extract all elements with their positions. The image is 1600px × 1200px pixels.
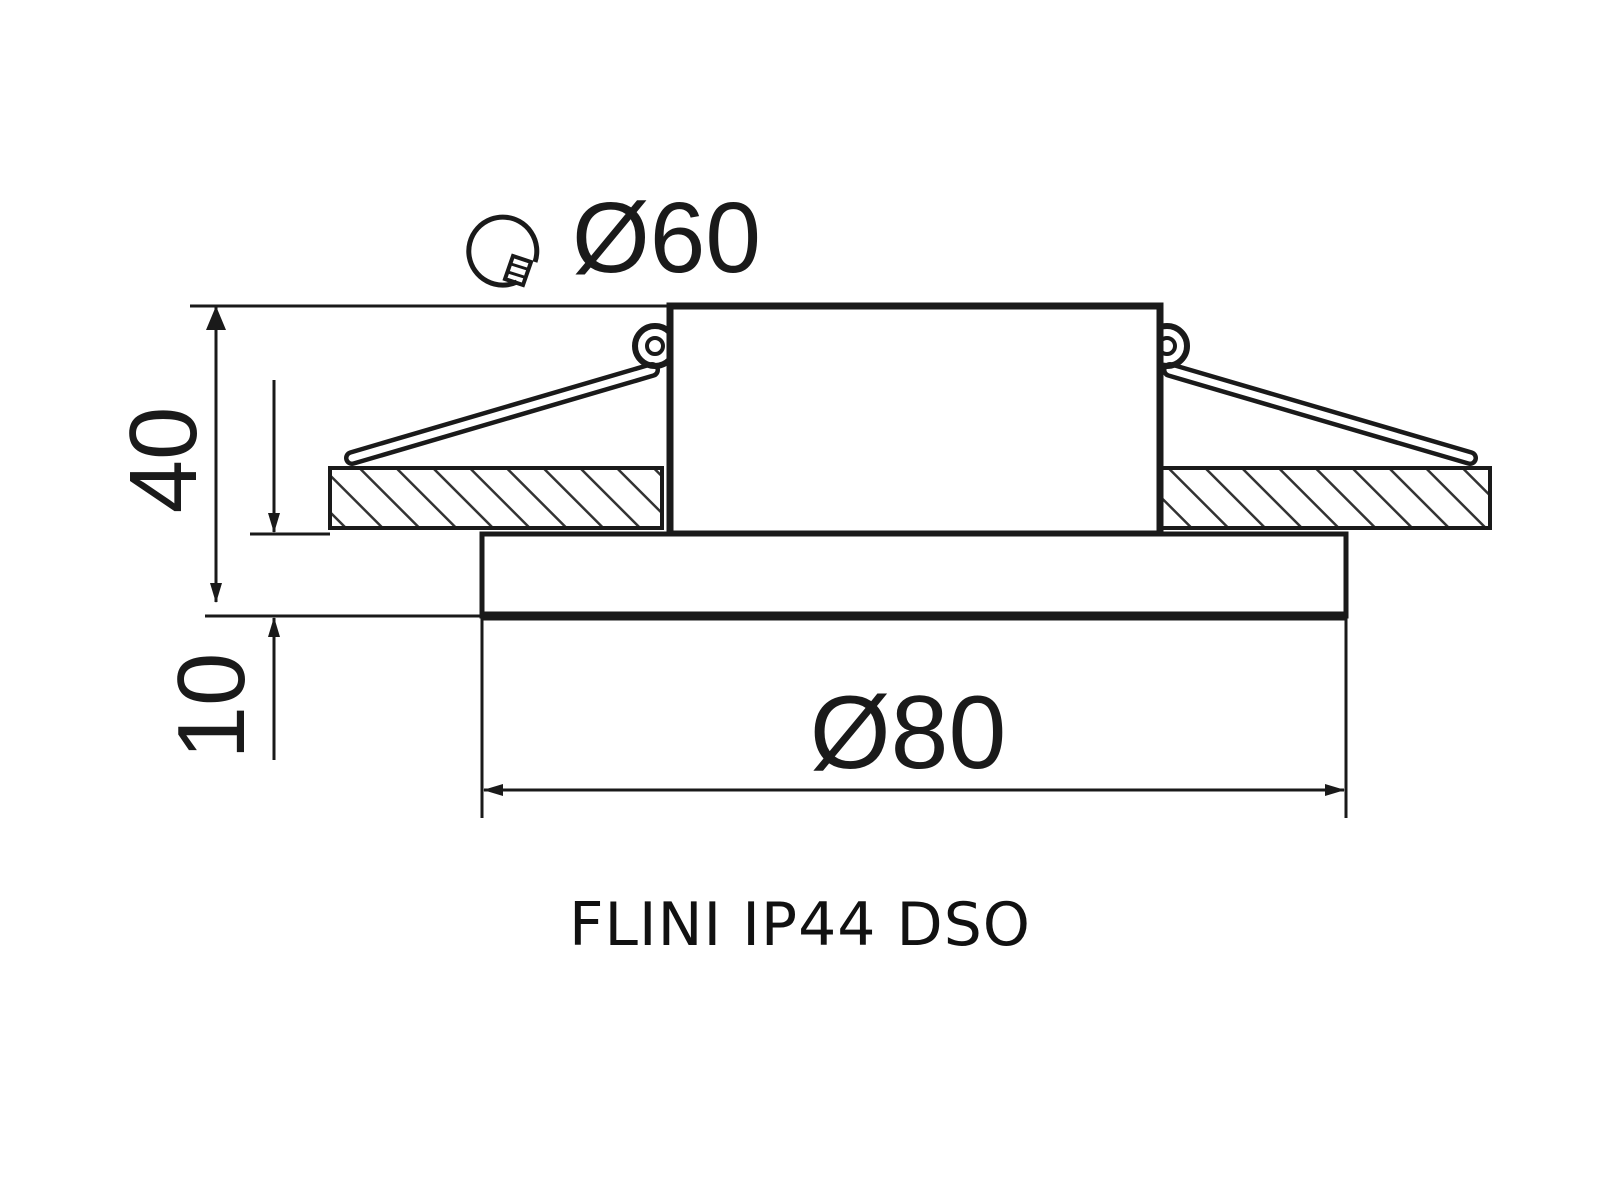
trim-ring <box>479 531 1349 619</box>
fixture-housing <box>666 302 1164 538</box>
cutout-diameter-label: Ø60 <box>572 182 761 294</box>
ceiling-section <box>328 466 1492 530</box>
trim-diameter-label: Ø80 <box>810 675 1007 791</box>
ceiling-section-right <box>1156 466 1492 530</box>
product-name: FLINI IP44 DSO <box>568 890 1032 960</box>
total-height-label: 40 <box>110 407 217 514</box>
trim-height-label: 10 <box>158 653 265 760</box>
hole-saw-icon <box>466 214 540 288</box>
dimension-total-height <box>206 306 226 603</box>
spring-clip-left <box>344 323 678 466</box>
ceiling-section-left <box>328 466 664 530</box>
spring-clip-right <box>1144 323 1478 466</box>
extension-lines <box>190 304 1348 818</box>
